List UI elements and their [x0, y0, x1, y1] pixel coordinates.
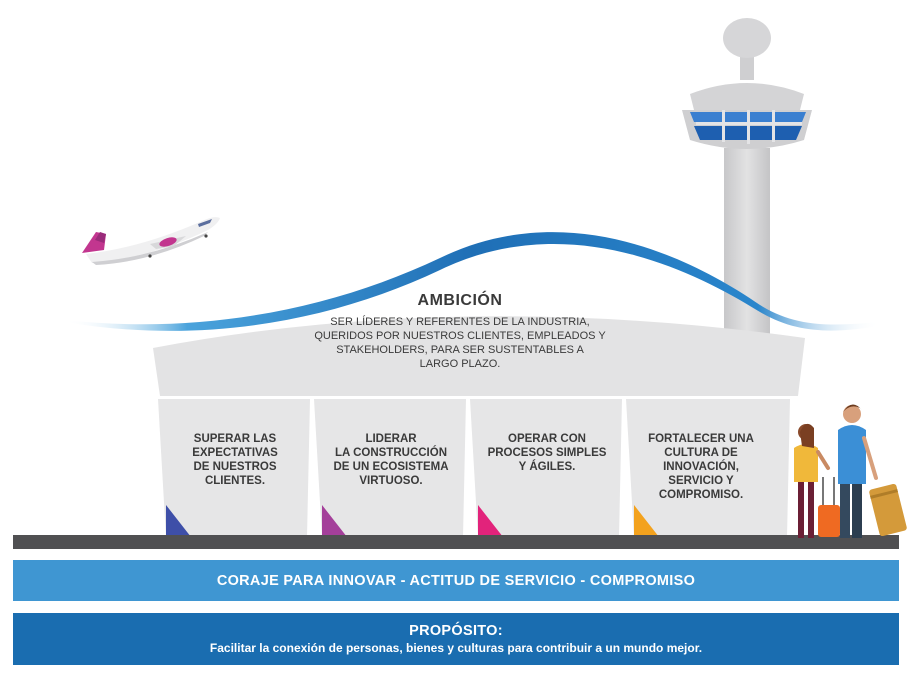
ground-strip	[13, 535, 899, 549]
pillar-3-accent	[478, 505, 503, 537]
purpose-title: PROPÓSITO:	[409, 623, 503, 639]
pillar-line: PROCESOS SIMPLES	[487, 447, 607, 459]
pillar-line: VIRTUOSO.	[359, 475, 423, 487]
pillar-line: CULTURA DE	[664, 447, 738, 459]
purpose-bar: PROPÓSITO: Facilitar la conexión de pers…	[13, 613, 899, 665]
pillar-3-text: OPERAR CON PROCESOS SIMPLES Y ÁGILES.	[472, 432, 622, 474]
airplane-icon	[82, 217, 220, 265]
ambition-line: QUERIDOS POR NUESTROS CLIENTES, EMPLEADO…	[314, 330, 606, 342]
pillar-2-panel	[314, 399, 466, 537]
pillar-1-text: SUPERAR LAS EXPECTATIVAS DE NUESTROS CLI…	[160, 432, 310, 488]
pillar-4-accent	[634, 505, 659, 537]
ambition-line: LARGO PLAZO.	[419, 358, 501, 370]
pillar-4-text: FORTALECER UNA CULTURA DE INNOVACIÓN, SE…	[626, 432, 776, 502]
pillar-line: INNOVACIÓN,	[663, 461, 739, 473]
pillar-line: FORTALECER UNA	[648, 433, 754, 445]
pillar-line: OPERAR CON	[508, 433, 586, 445]
ambition-line: STAKEHOLDERS, PARA SER SUSTENTABLES A	[336, 344, 584, 356]
pillar-line: LA CONSTRUCCIÓN	[334, 447, 447, 459]
pillar-line: COMPROMISO.	[658, 489, 744, 501]
pillar-panels	[158, 399, 790, 537]
pillar-4-panel	[626, 399, 790, 537]
values-text: CORAJE PARA INNOVAR - ACTITUD DE SERVICI…	[216, 572, 696, 589]
values-bar: CORAJE PARA INNOVAR - ACTITUD DE SERVICI…	[13, 560, 899, 601]
pillar-line: CLIENTES.	[204, 475, 266, 487]
pillar-line: DE NUESTROS	[193, 461, 277, 473]
pillar-2-text: LIDERAR LA CONSTRUCCIÓN DE UN ECOSISTEMA…	[316, 432, 466, 488]
ambition-title: AMBICIÓN	[417, 292, 503, 309]
pillar-line: DE UN ECOSISTEMA	[333, 461, 449, 473]
roof-wave	[65, 232, 880, 331]
pillar-2-accent	[322, 505, 347, 537]
pillar-line: EXPECTATIVAS	[192, 447, 278, 459]
pillar-line: SUPERAR LAS	[193, 433, 277, 445]
pillar-1-panel	[158, 399, 310, 537]
pillar-line: LIDERAR	[365, 433, 417, 445]
ambition-line: SER LÍDERES Y REFERENTES DE LA INDUSTRIA…	[330, 316, 590, 328]
pillar-line: Y ÁGILES.	[518, 461, 576, 473]
ambition-statement: SER LÍDERES Y REFERENTES DE LA INDUSTRIA…	[300, 315, 620, 371]
control-tower-icon	[682, 18, 812, 338]
terminal-building	[153, 316, 805, 396]
pillar-line: SERVICIO Y	[668, 475, 734, 487]
purpose-text: Facilitar la conexión de personas, biene…	[209, 641, 703, 655]
pillar-3-panel	[470, 399, 622, 537]
travelers-icon	[794, 404, 907, 538]
pillar-1-accent	[166, 505, 191, 537]
